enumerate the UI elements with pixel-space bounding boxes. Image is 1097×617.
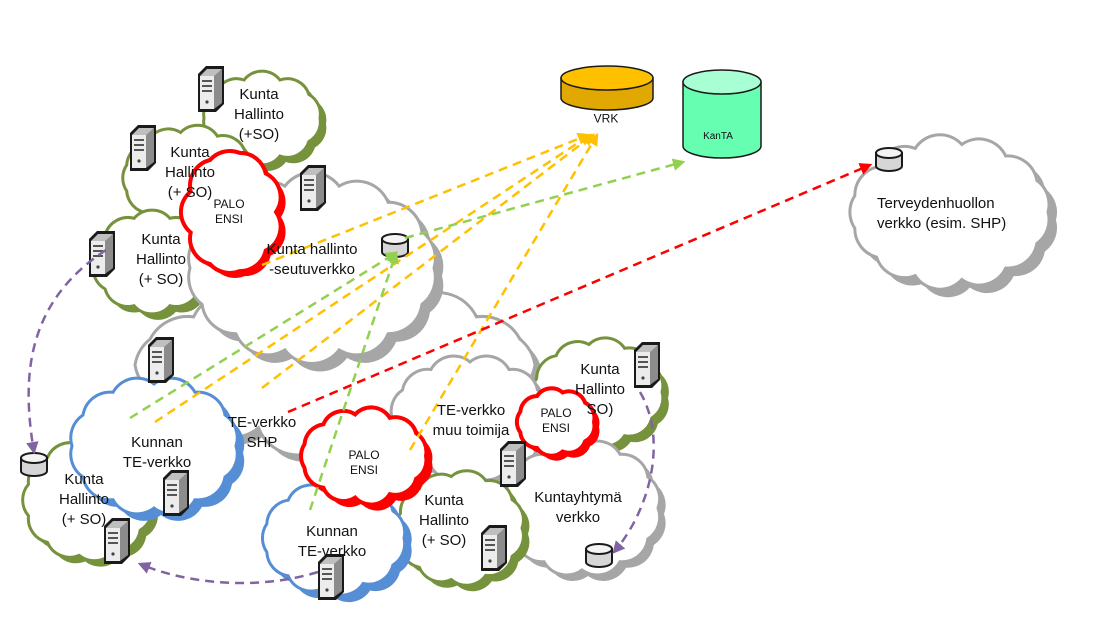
arrow-purple-right-to-kuntayhtyma: [612, 391, 655, 554]
arrow-orange-seutu-vrk: [261, 132, 591, 267]
cloud-palo-top: [179, 149, 286, 278]
cloud-palo-mid: [299, 405, 433, 511]
cloud-hallinto-left-label: Kunta Hallinto (+ SO): [58, 471, 110, 528]
vrk-database-icon: [560, 65, 654, 111]
cloud-hallinto-3-label: Kunta Hallinto (+ SO): [135, 231, 187, 288]
cloud-hallinto-3: [91, 208, 217, 320]
cloud-palo-top-label: PALO ENSI: [213, 197, 245, 226]
cloud-hallinto-bottom-label: Kunta Hallinto (+ SO): [418, 492, 470, 549]
cloud-kunnan-te-1-label: Kunnan TE-verkko: [122, 434, 192, 471]
arrow-purple-hallinto-to-left: [26, 248, 107, 455]
arrow-red-te-terveys: [287, 163, 873, 414]
arrow-orange-kunnan-vrk: [154, 133, 593, 424]
vrk-label: VRK: [593, 111, 619, 126]
arrow-orange-te-shp-vrk: [261, 133, 595, 389]
cloud-terveys: [848, 133, 1058, 298]
cloud-palo-right-label: PALO ENSI: [540, 406, 572, 435]
arrow-orange-te-muu-vrk: [408, 132, 599, 451]
cloud-hallinto-top-label: Kunta Hallinto (+SO): [233, 86, 285, 143]
cloud-kunnan-te-2: [260, 479, 412, 603]
arrow-green-kunnan-seutu: [129, 251, 399, 420]
cloud-terveys-label: Terveydenhuollon verkko (esim. SHP): [877, 195, 1007, 232]
cloud-kuntayhtyma-label: Kuntayhtymä verkko: [534, 489, 622, 526]
kanta-label: KanTA: [703, 131, 733, 142]
kanta-database-icon: [682, 69, 762, 159]
cloud-kunnan-te-1: [69, 376, 245, 521]
cloud-hallinto-right-label: Kunta Hallinto SO): [574, 361, 626, 418]
cloud-te-shp-label: TE-verkko SHP: [227, 414, 297, 451]
arrow-green-te-seutu: [308, 250, 399, 511]
arrow-green-seutu-kanta: [404, 158, 686, 240]
cloud-te-muu-label: TE-verkko muu toimija: [432, 402, 510, 439]
cloud-palo-right: [514, 386, 600, 461]
cloud-hallinto-2-label: Kunta Hallinto (+ SO): [164, 144, 216, 201]
connection-arrows: [26, 132, 873, 585]
cloud-kunnan-te-2-label: Kunnan TE-verkko: [297, 523, 367, 560]
cloud-seutu-label: Kunta hallinto -seutuverkko: [266, 241, 358, 278]
cloud-palo-mid-label: PALO ENSI: [348, 448, 380, 477]
arrow-purple-te-to-left: [137, 562, 319, 585]
